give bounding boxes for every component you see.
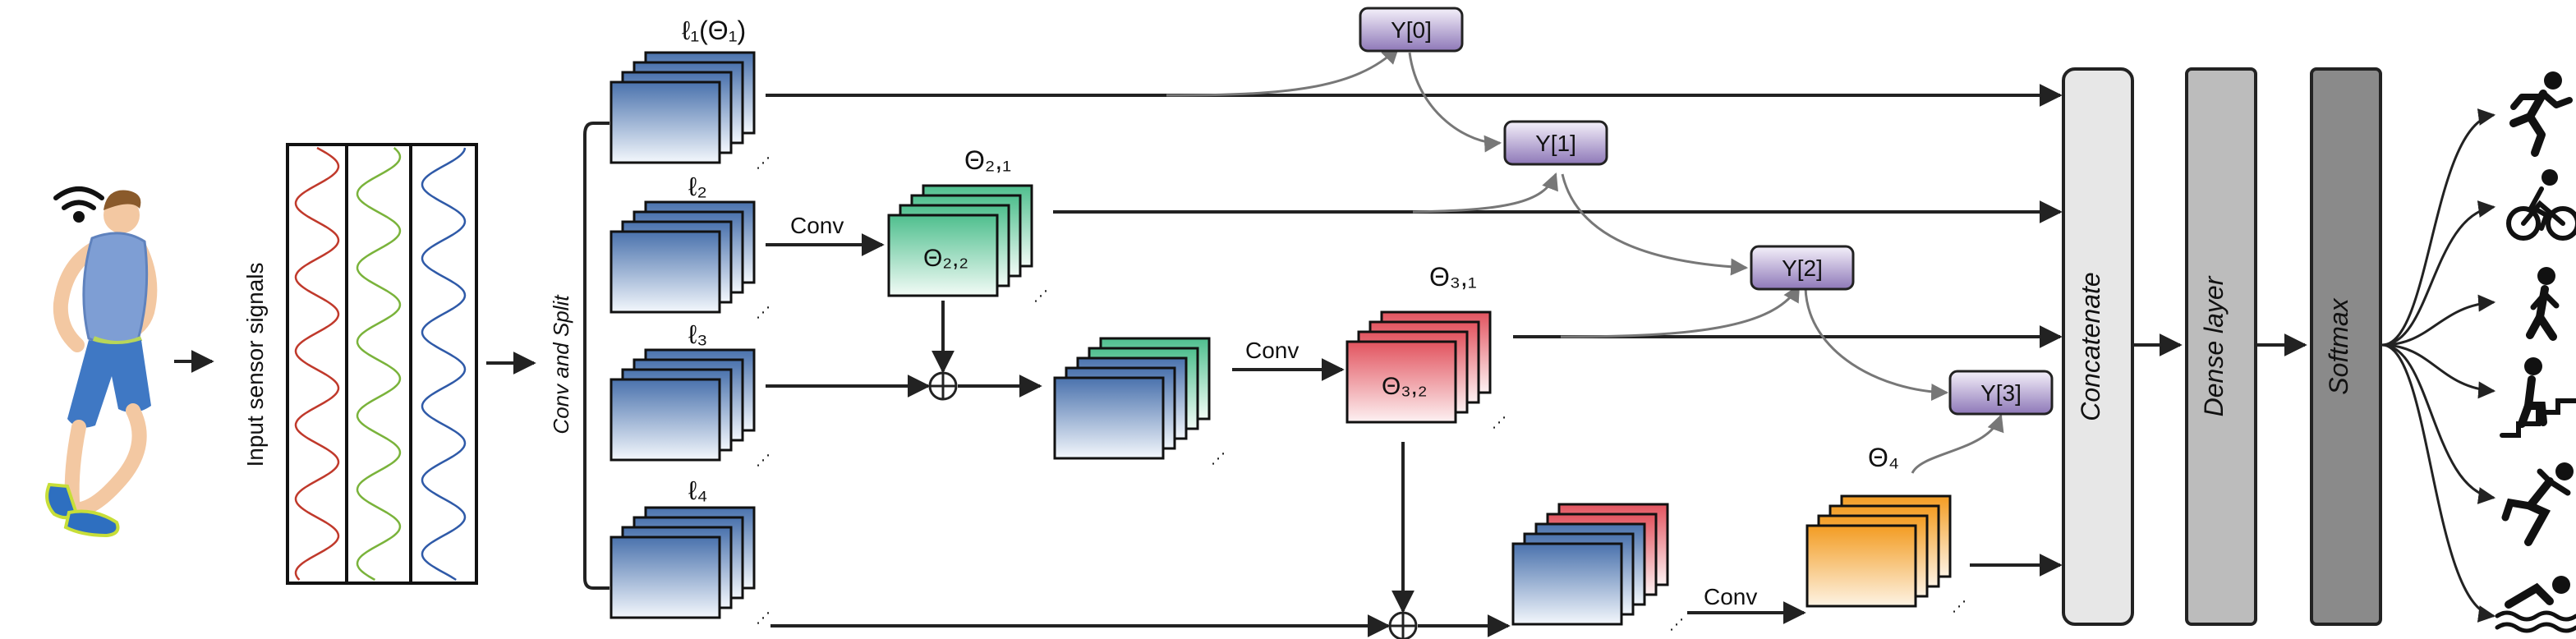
- swimming-icon: [2495, 576, 2576, 633]
- theta-32-label: Θ₃,₂: [1382, 373, 1428, 400]
- group-l4-label: ℓ₄: [688, 476, 707, 505]
- output-y0-box: Y[0]: [1359, 7, 1464, 53]
- stack-merged-2: ⋰: [1511, 503, 1684, 632]
- dense-layer-label: Dense layer: [2199, 275, 2229, 416]
- theta-31-label: Θ₃,₁: [1429, 262, 1477, 292]
- softmax-label: Softmax: [2324, 297, 2353, 394]
- activity-fanout-arrows: [2381, 108, 2496, 623]
- theta-4-label: Θ₄: [1868, 443, 1899, 472]
- signal-wave-1: [294, 146, 340, 581]
- conv-split-label: Conv and Split: [549, 294, 573, 434]
- conv-label-2: Conv: [1245, 338, 1299, 363]
- output-y1-box: Y[1]: [1503, 120, 1608, 166]
- wifi-icon: [53, 186, 104, 223]
- stack-l1: ⋰: [610, 51, 770, 171]
- svg-text:⋰: ⋰: [1492, 414, 1506, 430]
- concatenate-block: Concatenate: [2062, 67, 2134, 626]
- svg-text:⋰: ⋰: [756, 304, 770, 320]
- signal-wave-2: [356, 147, 402, 582]
- stack-l4: ⋰: [610, 506, 770, 626]
- svg-text:⋰: ⋰: [756, 154, 770, 171]
- output-y2-box: Y[2]: [1750, 245, 1855, 291]
- svg-text:⋰: ⋰: [756, 452, 770, 468]
- output-y2-label: Y[2]: [1782, 255, 1823, 281]
- jumping-icon: [2501, 462, 2574, 546]
- output-y1-label: Y[1]: [1535, 131, 1576, 156]
- split-bracket: [583, 122, 610, 590]
- output-y0-label: Y[0]: [1391, 17, 1432, 43]
- group-l3-label: ℓ₃: [688, 320, 707, 349]
- running-icon: [2509, 71, 2573, 157]
- dense-layer-block: Dense layer: [2185, 67, 2257, 626]
- input-signals-label: Input sensor signals: [242, 262, 268, 467]
- conv-label-3: Conv: [1704, 584, 1757, 609]
- output-y3-box: Y[3]: [1948, 370, 2054, 416]
- plus-circle-2: [1388, 611, 1418, 639]
- stack-merged-1: ⋰: [1053, 337, 1226, 467]
- plus-circle-1: [928, 371, 958, 401]
- stairs-icon: [2500, 357, 2576, 438]
- softmax-block: Softmax: [2310, 67, 2382, 626]
- output-y3-label: Y[3]: [1980, 380, 2022, 406]
- svg-text:⋰: ⋰: [1669, 616, 1684, 632]
- stack-theta4: ⋰: [1806, 494, 1966, 614]
- theta-21-label: Θ₂,₁: [964, 145, 1011, 175]
- signal-wave-3: [421, 147, 467, 582]
- conv-label-1: Conv: [790, 213, 844, 238]
- svg-text:⋰: ⋰: [1211, 450, 1226, 467]
- svg-text:⋰: ⋰: [1033, 287, 1048, 304]
- walking-icon: [2526, 267, 2560, 341]
- stack-theta3: ⋰: [1346, 310, 1506, 430]
- stack-l3: ⋰: [610, 348, 770, 468]
- group-l2-label: ℓ₂: [688, 172, 707, 201]
- svg-text:⋰: ⋰: [756, 609, 770, 626]
- runner-illustration: [45, 186, 158, 538]
- output-curves: [1166, 46, 2004, 474]
- cycling-icon: [2506, 169, 2576, 241]
- concatenate-label: Concatenate: [2076, 272, 2105, 421]
- theta-22-label: Θ₂,₂: [923, 245, 968, 272]
- stack-l2: ⋰: [610, 200, 770, 320]
- svg-text:⋰: ⋰: [1952, 598, 1966, 614]
- input-signals-panel: [286, 143, 478, 585]
- group-l1-label: ℓ₁(Θ₁): [682, 16, 746, 45]
- stack-theta2: ⋰: [887, 184, 1048, 304]
